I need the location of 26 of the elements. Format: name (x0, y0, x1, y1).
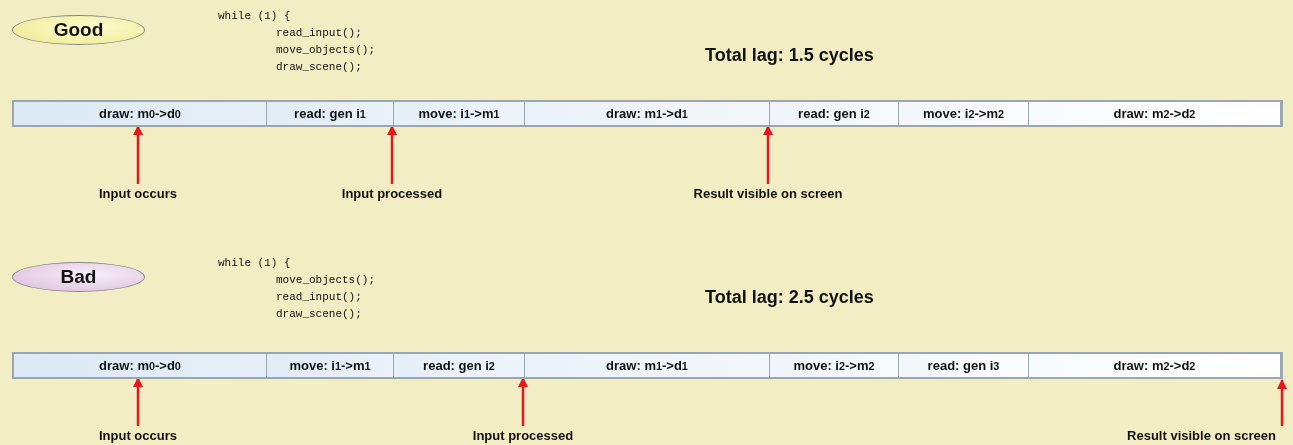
rating-ellipse: Good (12, 15, 145, 45)
code-line: draw_scene(); (276, 61, 362, 73)
arrow (1277, 379, 1287, 426)
arrow (763, 125, 773, 184)
code-line: read_input(); (276, 291, 362, 303)
annotation-text: Input processed (443, 428, 603, 443)
annotation-text: Input occurs (58, 186, 218, 201)
lag-text: Total lag: 1.5 cycles (705, 45, 874, 66)
code-line: while (1) { (218, 10, 291, 22)
arrow (133, 377, 143, 426)
annotation-text: Input processed (312, 186, 472, 201)
annotation-text: Result visible on screen (1110, 428, 1293, 443)
timeline-bar (12, 352, 1283, 379)
lag-text: Total lag: 2.5 cycles (705, 287, 874, 308)
code-line: move_objects(); (276, 274, 376, 286)
arrow (518, 377, 528, 426)
code-line: move_objects(); (276, 44, 376, 56)
code-line: while (1) { (218, 257, 291, 269)
rating-ellipse: Bad (12, 262, 145, 292)
code-line: read_input(); (276, 27, 362, 39)
arrow (133, 125, 143, 184)
code-line: draw_scene(); (276, 308, 362, 320)
annotation-text: Input occurs (58, 428, 218, 443)
annotation-text: Result visible on screen (648, 186, 888, 201)
arrow (387, 125, 397, 184)
timeline-bar (12, 100, 1283, 127)
